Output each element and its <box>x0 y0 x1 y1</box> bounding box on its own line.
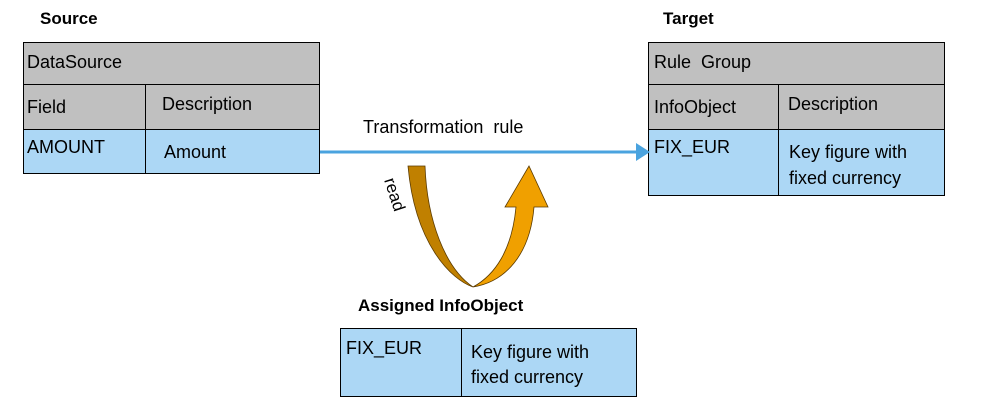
source-field-cell: AMOUNT <box>24 130 145 173</box>
column-header-field: Field <box>27 97 67 117</box>
description-line-1: Key figure with <box>471 342 590 362</box>
read-label: read <box>380 175 409 213</box>
source-header-row: Field Description <box>24 84 319 129</box>
source-table: DataSource Field Description AMOUNT Amou… <box>23 42 320 174</box>
target-table: Rule Group InfoObject Description FIX_EU… <box>648 42 945 196</box>
description-line-2: fixed currency <box>471 367 584 387</box>
column-header-description: Description <box>788 94 879 114</box>
assigned-infoobject-cell: FIX_EUR <box>341 329 461 396</box>
read-arrow <box>407 165 549 288</box>
target-header-description: Description <box>778 85 944 129</box>
target-table-title-row: Rule Group <box>649 43 944 84</box>
description-value: Amount <box>164 142 227 162</box>
source-description-cell: Amount <box>145 130 319 173</box>
target-table-title: Rule Group <box>654 52 752 72</box>
column-header-infoobject: InfoObject <box>654 97 737 117</box>
source-heading: Source <box>40 9 98 28</box>
field-value: AMOUNT <box>27 137 105 157</box>
assigned-table: FIX_EUR Key figure with fixed currency <box>340 328 637 397</box>
target-header-infoobject: InfoObject <box>649 85 778 129</box>
source-table-title-row: DataSource <box>24 43 319 84</box>
target-header-row: InfoObject Description <box>649 84 944 129</box>
column-header-description: Description <box>162 94 253 114</box>
assigned-heading: Assigned InfoObject <box>358 296 524 315</box>
source-header-description: Description <box>145 85 319 129</box>
description-line-1: Key figure with <box>789 142 908 162</box>
source-header-field: Field <box>24 85 145 129</box>
infoobject-value: FIX_EUR <box>654 137 731 157</box>
assigned-description-cell: Key figure with fixed currency <box>461 329 636 396</box>
infoobject-value: FIX_EUR <box>346 338 423 358</box>
description-line-2: fixed currency <box>789 168 902 188</box>
target-infoobject-cell: FIX_EUR <box>649 130 778 195</box>
target-description-cell: Key figure with fixed currency <box>778 130 944 195</box>
transformation-rule-label: Transformation rule <box>363 117 524 137</box>
transformation-arrow <box>320 143 650 161</box>
table-row: FIX_EUR Key figure with fixed currency <box>649 129 944 195</box>
source-table-title: DataSource <box>27 52 123 72</box>
table-row: AMOUNT Amount <box>24 129 319 173</box>
target-heading: Target <box>663 9 714 28</box>
